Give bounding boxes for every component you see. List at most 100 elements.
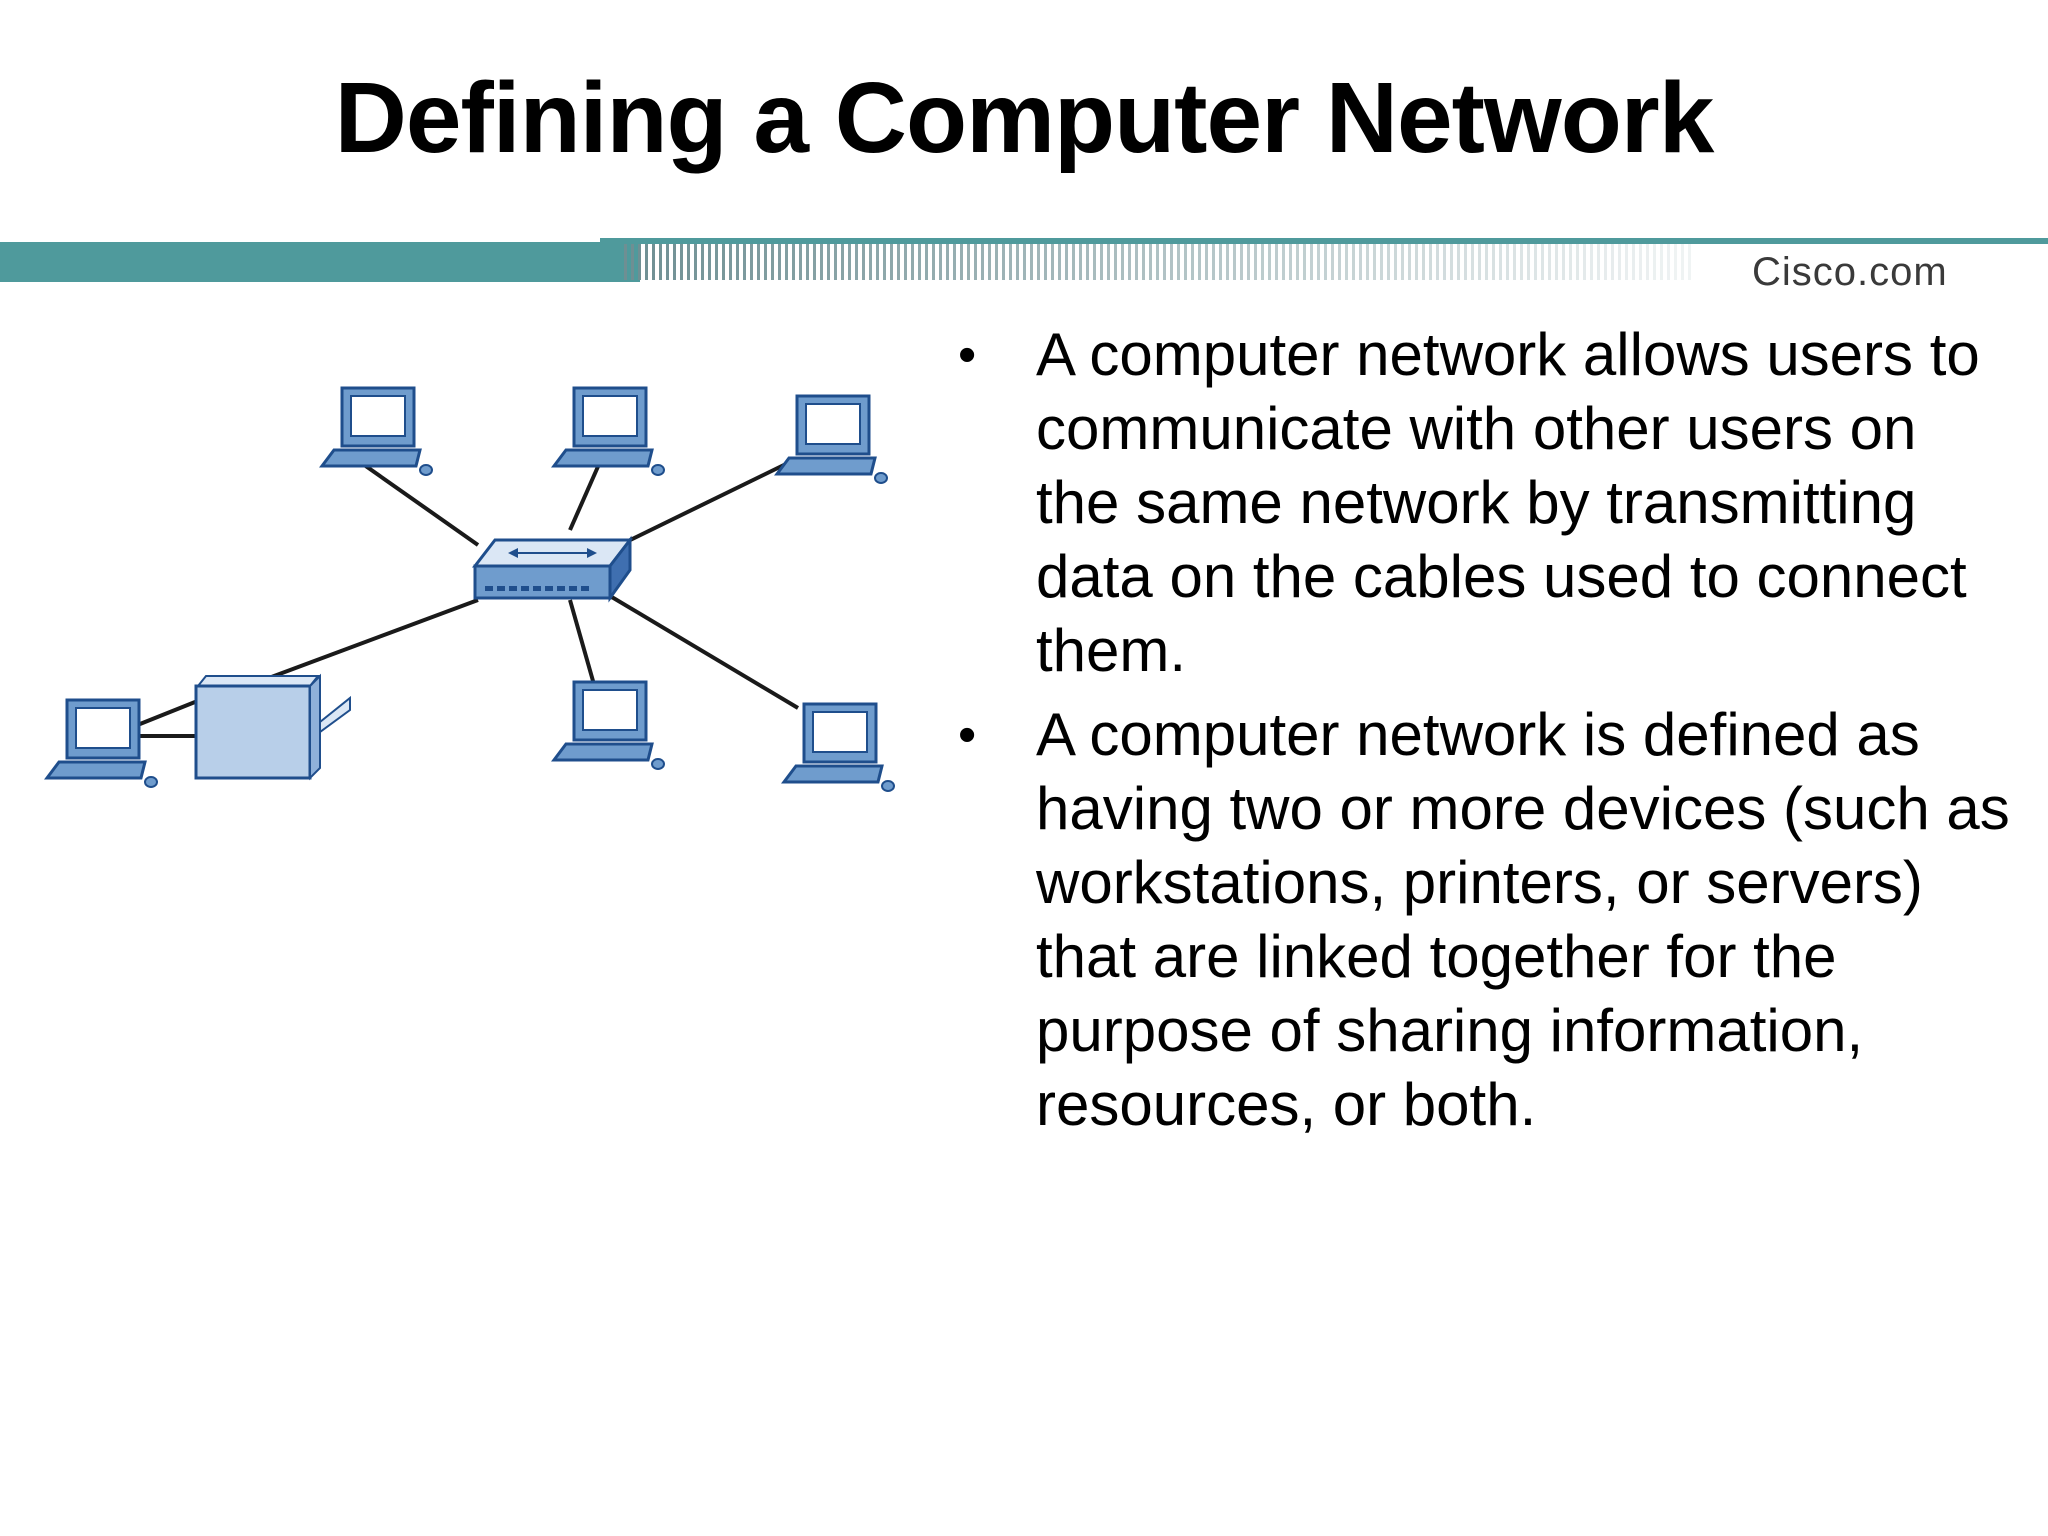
cable <box>598 588 800 710</box>
header-stripe <box>1653 244 1656 280</box>
header-stripe <box>827 244 830 280</box>
header-stripe <box>1583 244 1586 280</box>
header-stripe <box>897 244 900 280</box>
header-stripe <box>750 244 753 280</box>
header-stripe <box>1436 244 1439 280</box>
header-stripe <box>722 244 725 280</box>
header-stripe <box>918 244 921 280</box>
header-stripe <box>1142 244 1145 280</box>
header-stripe <box>1548 244 1551 280</box>
header-stripe <box>1233 244 1236 280</box>
header-stripe <box>1604 244 1607 280</box>
bullet-marker: • <box>958 326 977 384</box>
header-stripe <box>1681 244 1684 280</box>
workstation-icon <box>775 394 889 485</box>
header-stripe <box>1086 244 1089 280</box>
header-stripe <box>1240 244 1243 280</box>
header-stripe <box>736 244 739 280</box>
header-stripe <box>1555 244 1558 280</box>
header-stripe <box>1506 244 1509 280</box>
workstation-icon <box>45 698 159 789</box>
header-stripe <box>708 244 711 280</box>
header-stripe <box>939 244 942 280</box>
cable <box>129 698 201 730</box>
header-stripe <box>1345 244 1348 280</box>
header-stripe <box>1156 244 1159 280</box>
bullet-text: A computer network is defined as having … <box>1036 701 2010 1138</box>
header-stripe <box>1184 244 1187 280</box>
header-stripe <box>1282 244 1285 280</box>
header-stripe <box>1667 244 1670 280</box>
header-stripe <box>729 244 732 280</box>
header-stripe <box>1219 244 1222 280</box>
header-stripe <box>960 244 963 280</box>
header-stripe <box>785 244 788 280</box>
header-stripe <box>981 244 984 280</box>
cable <box>568 461 602 531</box>
header-stripe <box>1296 244 1299 280</box>
header-stripe <box>1366 244 1369 280</box>
header-stripe <box>1513 244 1516 280</box>
header-stripe <box>1639 244 1642 280</box>
header-stripe <box>1261 244 1264 280</box>
header-stripe <box>1380 244 1383 280</box>
header-stripe <box>1415 244 1418 280</box>
header-stripe <box>869 244 872 280</box>
header-stripe <box>1373 244 1376 280</box>
header-stripe <box>1492 244 1495 280</box>
header-stripe <box>855 244 858 280</box>
header-stripe <box>1471 244 1474 280</box>
header-stripe <box>974 244 977 280</box>
header-stripe <box>1401 244 1404 280</box>
header-stripe <box>1457 244 1460 280</box>
header-stripe <box>1534 244 1537 280</box>
workstation-icon <box>320 386 434 477</box>
header-stripe <box>883 244 886 280</box>
header-stripe <box>652 244 655 280</box>
header-stripe <box>1597 244 1600 280</box>
bullet-item: • A computer network is defined as havin… <box>950 698 2010 1142</box>
header-stripe <box>1030 244 1033 280</box>
header-stripe <box>771 244 774 280</box>
header-stripe <box>1674 244 1677 280</box>
header-stripe <box>631 244 634 280</box>
header-stripe <box>1163 244 1166 280</box>
bullet-marker: • <box>958 706 977 764</box>
header-stripe <box>1520 244 1523 280</box>
header-stripe <box>1688 244 1691 280</box>
header-stripe <box>638 244 641 280</box>
header-stripe <box>1338 244 1341 280</box>
header-stripe <box>1121 244 1124 280</box>
header-stripe <box>1590 244 1593 280</box>
header-stripe <box>820 244 823 280</box>
header-stripe <box>1541 244 1544 280</box>
header-stripe <box>1660 244 1663 280</box>
header-stripe <box>1226 244 1229 280</box>
header-stripe <box>1464 244 1467 280</box>
header-stripe <box>1177 244 1180 280</box>
cable <box>257 598 479 684</box>
header-stripe <box>1170 244 1173 280</box>
header-stripe <box>680 244 683 280</box>
printer-icon <box>194 673 351 781</box>
header-stripe <box>1576 244 1579 280</box>
bullet-list: • A computer network allows users to com… <box>950 318 2010 1152</box>
header-stripe <box>1198 244 1201 280</box>
workstation-icon <box>552 386 666 477</box>
header-stripe <box>1359 244 1362 280</box>
header-stripe <box>1324 244 1327 280</box>
workstation-icon <box>782 702 896 793</box>
workstation-icon <box>552 680 666 771</box>
header-stripe <box>1072 244 1075 280</box>
header-stripe <box>834 244 837 280</box>
header-stripe <box>1058 244 1061 280</box>
header-stripe <box>666 244 669 280</box>
bullet-text: A computer network allows users to commu… <box>1036 321 1980 684</box>
header-stripe <box>1562 244 1565 280</box>
header-band <box>0 238 2048 282</box>
network-cables <box>129 460 800 738</box>
header-stripe <box>1009 244 1012 280</box>
header-stripe <box>659 244 662 280</box>
header-stripe <box>1247 244 1250 280</box>
header-stripe <box>1422 244 1425 280</box>
